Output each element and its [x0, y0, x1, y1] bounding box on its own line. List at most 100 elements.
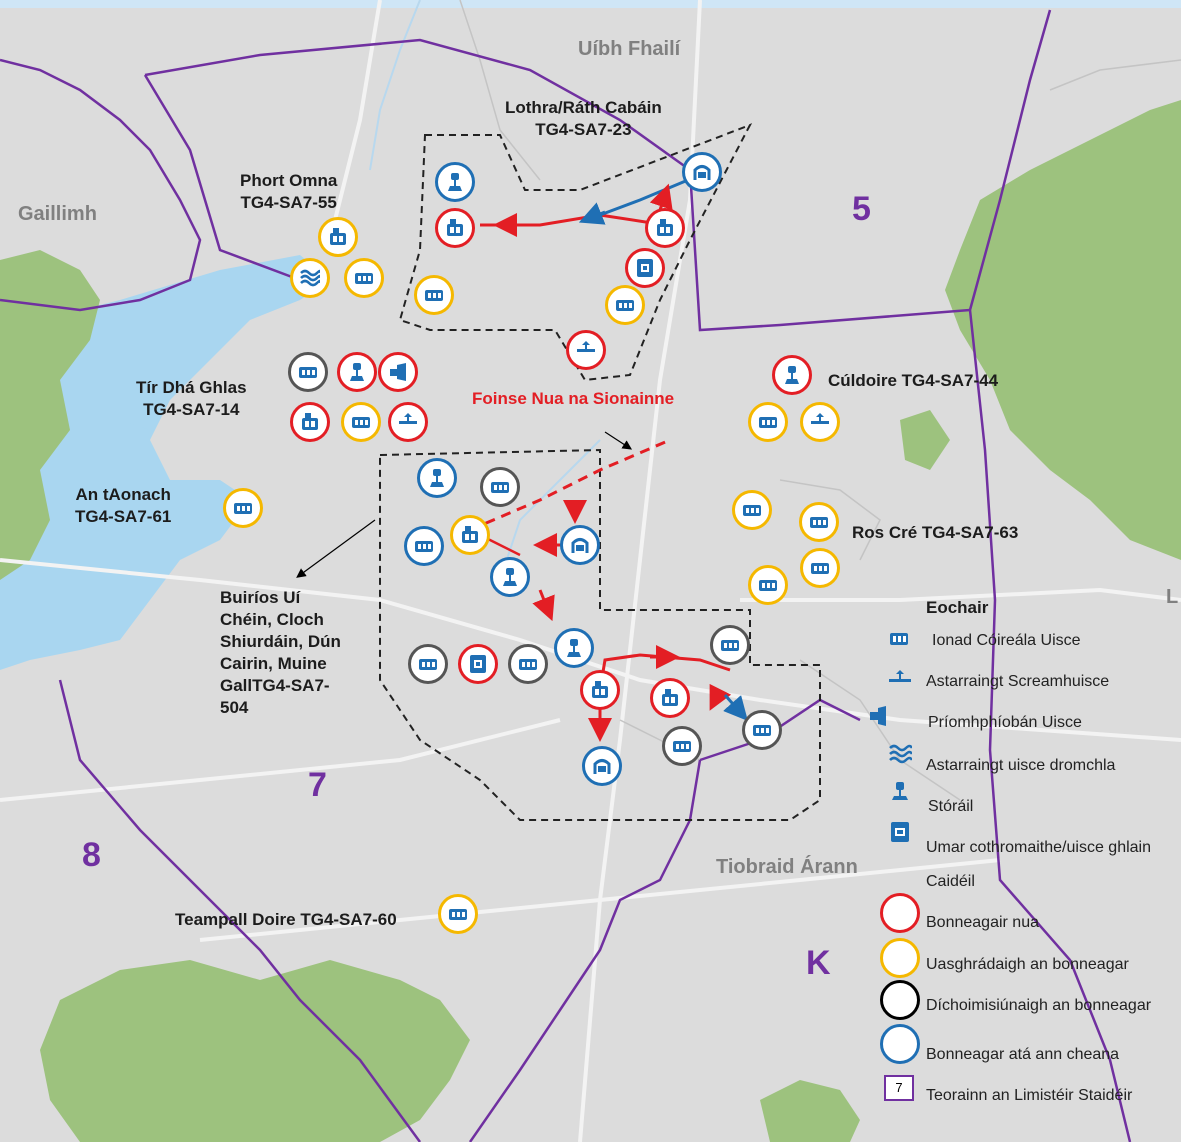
trunk-asset-symbol — [378, 352, 418, 392]
treatment-icon — [519, 659, 537, 670]
legend-item-groundwater: Astarraingt Screamhuisce — [926, 673, 1110, 690]
plantstore-asset-symbol — [580, 670, 620, 710]
zone-7: 7 — [308, 766, 327, 804]
surface-asset-symbol — [290, 258, 330, 298]
pump-asset-symbol — [582, 746, 622, 786]
treatment-icon — [299, 367, 317, 378]
groundwater-abstraction-icon — [889, 670, 911, 682]
treatment-asset-symbol — [662, 726, 702, 766]
legend-ring-upgrade — [880, 938, 920, 978]
treatment-asset-symbol — [414, 275, 454, 315]
zone-k: K — [806, 944, 831, 982]
treatment-asset-symbol — [742, 710, 782, 750]
plantstore-asset-symbol — [645, 208, 685, 248]
plantstore-icon — [447, 219, 463, 236]
treatment-asset-symbol — [800, 548, 840, 588]
plantstore-icon — [662, 689, 678, 706]
treatment-asset-symbol — [605, 285, 645, 325]
treatment-icon — [234, 503, 252, 514]
reservoir-icon — [891, 822, 909, 842]
legend-item-trunk-main: Príomhphíobán Uisce — [928, 714, 1082, 731]
treatment-asset-symbol — [710, 625, 750, 665]
pump-asset-symbol — [682, 152, 722, 192]
treatment-asset-symbol — [480, 467, 520, 507]
scheme-label-roscrea: Ros Cré TG4-SA7-63 — [852, 523, 1019, 542]
treatment-asset-symbol — [288, 352, 328, 392]
legend-status-existing: Bonneagar atá ann cheana — [926, 1046, 1120, 1063]
treatment-asset-symbol — [344, 258, 384, 298]
storage-icon — [892, 782, 908, 800]
storage-asset-symbol — [554, 628, 594, 668]
treatment-asset-symbol — [341, 402, 381, 442]
scheme-label-coolderry: Cúldoire TG4-SA7-44 — [828, 371, 999, 390]
treatment-icon — [753, 725, 771, 736]
treatment-asset-symbol — [438, 894, 478, 934]
treatment-asset-symbol — [748, 565, 788, 605]
treatment-icon — [810, 517, 828, 528]
storage-asset-symbol — [337, 352, 377, 392]
surface-water-abstraction-icon — [889, 744, 912, 764]
scheme-label-portumna: Phort Omna TG4-SA7-55 — [240, 171, 338, 212]
storage-icon — [430, 469, 444, 487]
legend-boundary-box: 7 — [884, 1075, 914, 1101]
scheme-label-templederry: Teampall Doire TG4-SA7-60 — [175, 910, 397, 929]
treatment-icon — [616, 300, 634, 311]
treatment-icon — [355, 273, 373, 284]
plantstore-icon — [462, 526, 478, 543]
legend-status-upgrade: Uasghrádaigh an bonneagar — [926, 956, 1129, 973]
groundwater-icon — [577, 341, 595, 352]
treatment-icon — [811, 563, 829, 574]
legend-item-storage: Stóráil — [928, 798, 974, 815]
groundwater-asset-symbol — [388, 402, 428, 442]
plantstore-asset-symbol — [290, 402, 330, 442]
storage-asset-symbol — [772, 355, 812, 395]
legend-item-surface-water: Astarraingt uisce dromchla — [926, 757, 1116, 774]
reservoir-asset-symbol — [458, 644, 498, 684]
treatment-asset-symbol — [508, 644, 548, 684]
groundwater-asset-symbol — [800, 402, 840, 442]
plantstore-icon — [330, 228, 346, 245]
reservoir-icon — [637, 259, 653, 277]
storage-asset-symbol — [490, 557, 530, 597]
legend-status-new: Bonneagair nua — [926, 914, 1039, 931]
plantstore-icon — [657, 219, 673, 236]
treatment-icon — [721, 640, 739, 651]
storage-icon — [785, 366, 799, 384]
forest-left — [0, 250, 100, 580]
scheme-label-terryglass: Tír Dhá Ghlas TG4-SA7-14 — [136, 378, 247, 419]
treatment-icon — [673, 741, 691, 752]
county-galway: Gaillimh — [18, 203, 97, 225]
treatment-asset-symbol — [748, 402, 788, 442]
legend-status-decommission: Díchoimisiúnaigh an bonneagar — [926, 997, 1152, 1014]
zone-8: 8 — [82, 836, 101, 874]
treatment-icon — [449, 909, 467, 920]
trunk-icon — [390, 363, 406, 381]
treatment-asset-symbol — [408, 644, 448, 684]
plantstore-asset-symbol — [450, 515, 490, 555]
county-tipperary: Tiobraid Árann — [716, 856, 858, 878]
scheme-label-borrisokane: Buiríos Uí Chéin, Cloch Shiurdáin, Dún C… — [220, 588, 341, 717]
storage-asset-symbol — [435, 162, 475, 202]
plantstore-asset-symbol — [318, 217, 358, 257]
legend-item-treatment: Ionad Cóireála Uisce — [932, 632, 1081, 649]
legend-title: Eochair — [926, 598, 989, 617]
storage-asset-symbol — [417, 458, 457, 498]
treatment-asset-symbol — [799, 502, 839, 542]
legend-item-pump: Caidéil — [926, 873, 975, 890]
pump-asset-symbol — [560, 525, 600, 565]
treatment-asset-symbol — [732, 490, 772, 530]
storage-icon — [567, 639, 581, 657]
legend-ring-new — [880, 893, 920, 933]
treatment-plant-icon — [890, 633, 908, 645]
treatment-icon — [352, 417, 370, 428]
legend-ring-existing — [880, 1024, 920, 1064]
plantstore-icon — [302, 413, 318, 430]
scheme-label-nenagh: An tAonach TG4-SA7-61 — [75, 485, 172, 526]
treatment-asset-symbol — [404, 526, 444, 566]
plantstore-icon — [592, 681, 608, 698]
treatment-icon — [425, 290, 443, 301]
scheme-label-lorrha: Lothra/Ráth Cabáin TG4-SA7-23 — [505, 98, 662, 139]
groundwater-asset-symbol — [566, 330, 606, 370]
